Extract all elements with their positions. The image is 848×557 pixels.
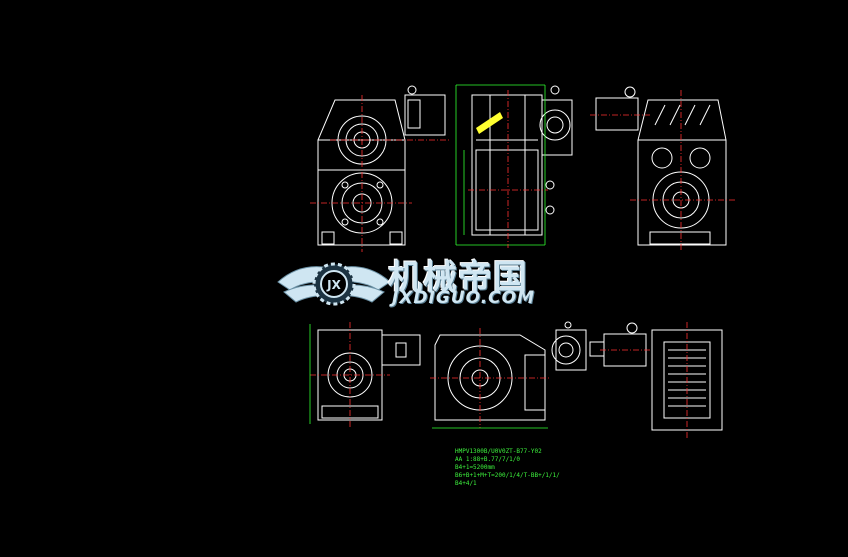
view-bottom-rear bbox=[603, 322, 723, 431]
view-top-rear bbox=[595, 86, 727, 246]
view-top-side-accent bbox=[476, 112, 503, 134]
drawing-note-5: B4+4/1 bbox=[455, 480, 477, 487]
watermark-logo-emblem: JX bbox=[277, 262, 391, 306]
drawing-note-1: HMPV1300B/U0V0ZT-B77-Y02 bbox=[455, 448, 542, 455]
drawing-note-4: B6+B+1+M+T=200/1/4/T-BB+/1/1/ bbox=[455, 472, 560, 479]
dimensions-bottom bbox=[309, 324, 548, 429]
centerlines-top-rear bbox=[590, 90, 735, 252]
centerlines-top-front bbox=[310, 95, 450, 252]
view-top-side bbox=[471, 85, 573, 236]
centerlines-top-side bbox=[468, 90, 548, 248]
view-bottom-side bbox=[434, 321, 605, 421]
view-top-front bbox=[317, 85, 446, 246]
watermark-name-cn: 机械帝国 bbox=[388, 258, 528, 298]
drawing-note-3: B4+1=5200mm bbox=[455, 464, 495, 471]
watermark-logo-letters: JX bbox=[326, 278, 341, 292]
drawing-note-2: AA 1:88+B.77/7/1/0 bbox=[455, 456, 521, 463]
centerlines-bottom bbox=[310, 322, 688, 438]
watermark-name-en: JXDIGUO.COM bbox=[392, 288, 536, 308]
dimensions-top-side bbox=[455, 84, 546, 246]
